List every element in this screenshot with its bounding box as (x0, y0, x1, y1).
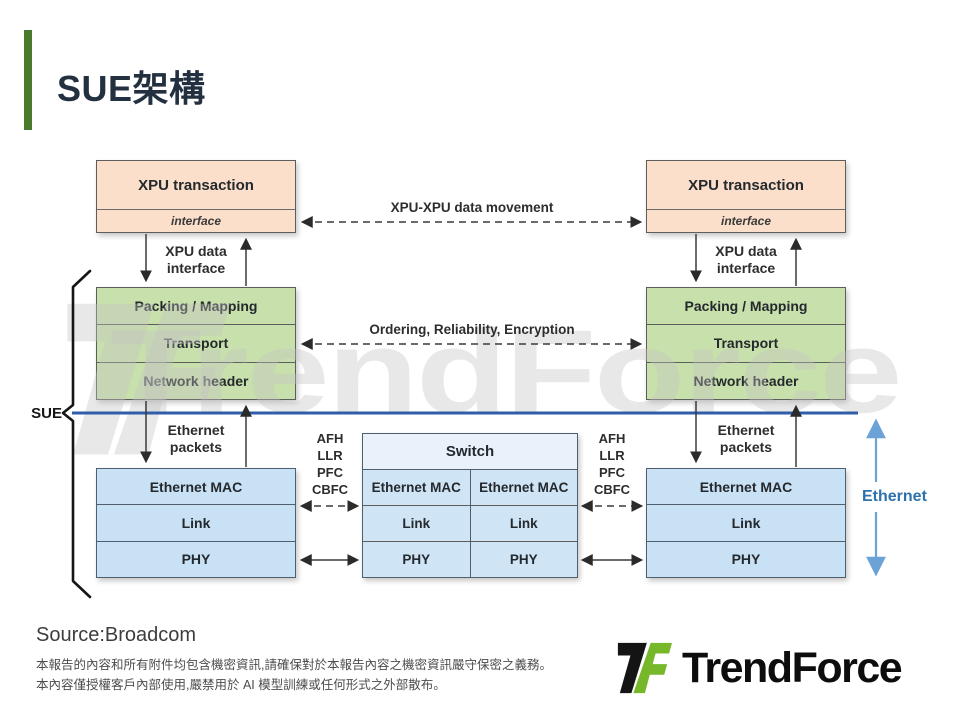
label-line: XPU data (715, 243, 777, 259)
disclaimer-line-1: 本報告的內容和所有附件均包含機密資訊,請確保對於本報告內容之機密資訊嚴守保密之義… (36, 658, 552, 672)
ethernet-stack-right: Ethernet MAC Link PHY (646, 468, 846, 578)
label-line: Ethernet (167, 422, 225, 438)
label-line: Ethernet (717, 422, 775, 438)
sue-layer-stack-right: Packing / Mapping Transport Network head… (646, 287, 846, 400)
protocol-afh: AFH (316, 431, 344, 446)
layer-packing-mapping: Packing / Mapping (684, 298, 808, 315)
layer-network-header: Network header (97, 361, 295, 399)
xpu-transaction-label: XPU transaction (688, 176, 804, 194)
ethernet-packets-label-left: Ethernet packets (96, 422, 296, 455)
protocol-afh: AFH (598, 431, 626, 446)
protocol-llr: LLR (599, 447, 625, 463)
ordering-label: Ordering, Reliability, Encryption (369, 322, 575, 337)
xpu-transaction-label: XPU transaction (138, 176, 254, 194)
switch-box: Switch Ethernet MAC Link PHY Ethernet MA… (362, 433, 578, 578)
protocol-pfc: PFC (317, 464, 343, 480)
xpu-data-interface-label-left: XPU data interface (96, 243, 296, 276)
layer-ethernet-mac: Ethernet MAC (149, 478, 243, 495)
label-line: interface (716, 259, 776, 276)
layer-phy: PHY (363, 541, 470, 577)
xpu-interface-label: interface (647, 209, 845, 231)
xpu-transaction-box-right: XPU transaction interface (646, 160, 846, 233)
layer-link: Link (363, 505, 470, 541)
switch-ports: Ethernet MAC Link PHY Ethernet MAC Link … (363, 470, 577, 577)
label-line: packets (169, 438, 223, 455)
layer-link: Link (470, 505, 577, 541)
disclaimer-line-2: 本內容僅授權客戶內部使用,嚴禁用於 AI 模型訓練或任何形式之外部散布。 (36, 678, 446, 692)
xpu-interface-label: interface (97, 209, 295, 231)
layer-transport: Transport (647, 324, 845, 361)
layer-ethernet-mac: Ethernet MAC (479, 480, 569, 495)
switch-title: Switch (363, 434, 577, 470)
label-line: packets (719, 438, 773, 455)
sue-brace (61, 269, 92, 599)
title-accent-bar (24, 30, 32, 130)
layer-phy: PHY (470, 541, 577, 577)
protocol-cbfc: CBFC (311, 481, 349, 497)
switch-port-left: Ethernet MAC Link PHY (363, 470, 471, 577)
layer-link: Link (647, 504, 845, 540)
ethernet-packets-label-right: Ethernet packets (646, 422, 846, 455)
layer-ethernet-mac: Ethernet MAC (699, 478, 793, 495)
protocol-cbfc: CBFC (593, 481, 631, 497)
protocol-pfc: PFC (599, 464, 625, 480)
sue-layer-stack-left: Packing / Mapping Transport Network head… (96, 287, 296, 400)
ethernet-stack-left: Ethernet MAC Link PHY (96, 468, 296, 578)
sue-label: SUE (31, 405, 62, 422)
layer-link: Link (97, 504, 295, 540)
layer-ethernet-mac: Ethernet MAC (371, 480, 461, 495)
xpu-data-interface-label-right: XPU data interface (646, 243, 846, 276)
trendforce-logo: TrendForce (612, 640, 903, 696)
layer-phy: PHY (647, 540, 845, 577)
label-line: XPU data (165, 243, 227, 259)
label-line: interface (166, 259, 226, 276)
protocol-label-left: AFH LLR PFC CBFC (300, 431, 360, 499)
page-title: SUE架構 (57, 68, 206, 109)
layer-packing-mapping: Packing / Mapping (134, 298, 258, 315)
trendforce-logo-text: TrendForce (682, 643, 903, 692)
trendforce-logo-icon (617, 642, 672, 694)
protocol-llr: LLR (317, 447, 343, 463)
ethernet-label: Ethernet (862, 488, 927, 505)
xpu-transaction-box-left: XPU transaction interface (96, 160, 296, 233)
protocol-label-right: AFH LLR PFC CBFC (582, 431, 642, 499)
layer-network-header: Network header (647, 361, 845, 399)
layer-transport: Transport (97, 324, 295, 361)
xpu-movement-label: XPU-XPU data movement (390, 200, 554, 215)
layer-phy: PHY (97, 540, 295, 577)
switch-port-right: Ethernet MAC Link PHY (470, 470, 577, 577)
source-label: Source:Broadcom (36, 624, 197, 646)
